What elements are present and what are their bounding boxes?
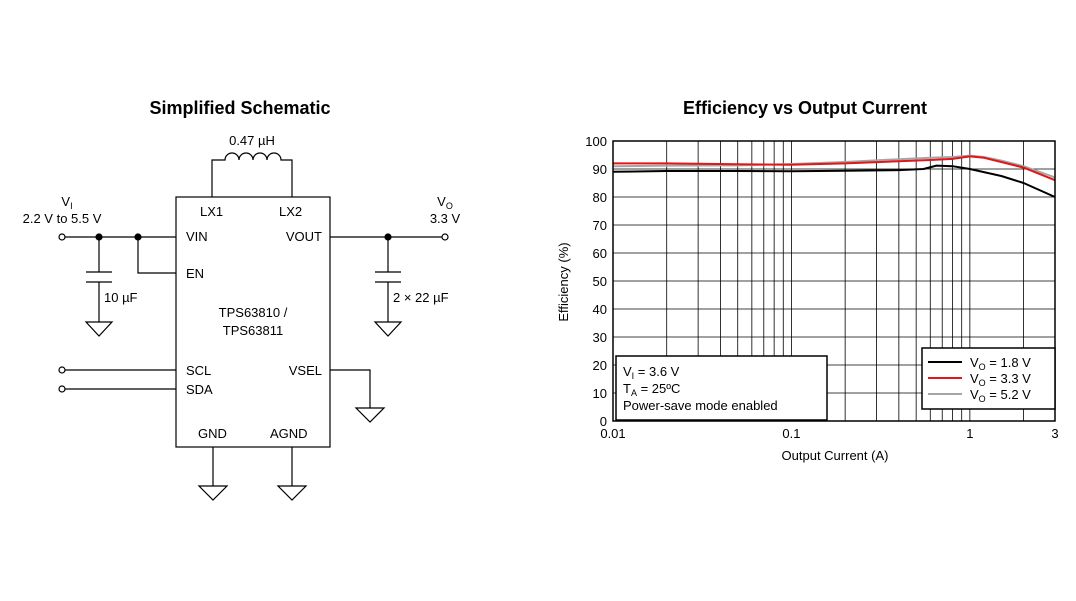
y-tick-label: 80 [593,190,607,205]
y-axis-label: Efficiency (%) [556,242,571,321]
x-tick-label: 0.01 [600,426,625,441]
pin-vout: VOUT [286,229,322,244]
input-capacitor [86,271,112,322]
y-tick-label: 100 [585,134,607,149]
series-line [612,164,1056,198]
vin-label: VI [61,194,72,211]
scl-terminal [58,366,66,374]
cin-label: 10 µF [104,290,138,305]
x-axis-label: Output Current (A) [782,448,889,463]
plot-frame [612,140,1056,422]
conditions-box: VI = 3.6 V TA = 25ºC Power-save mode ena… [615,355,828,421]
y-tick-label: 20 [593,358,607,373]
chart-legend: VO = 1.8 VVO = 3.3 VVO = 5.2 V [921,347,1056,410]
vin-node-dot [95,233,103,241]
y-tick-label: 10 [593,386,607,401]
inductor [211,152,293,197]
ic-name-line1: TPS63810 / [219,305,288,320]
ic-name-line2: TPS63811 [223,323,283,338]
schematic: Simplified Schematic 0.47 µH LX1 LX2 VIN… [23,98,461,501]
y-tick-label: 0 [600,414,607,429]
y-tick-label: 50 [593,274,607,289]
y-tick-label: 70 [593,218,607,233]
inductor-label: 0.47 µH [229,133,275,148]
pin-lx2: LX2 [279,204,302,219]
condition-mode: Power-save mode enabled [623,398,778,413]
output-ground [373,321,403,337]
pin-vsel: VSEL [289,363,322,378]
vin-terminal [58,233,66,241]
vsel-wire [330,369,371,408]
schematic-title: Simplified Schematic [149,98,330,118]
efficiency-chart: Efficiency vs Output Current 0 10 20 30 40 50… [556,98,1059,463]
x-tick-labels: 0.01 0.1 1 3 [600,426,1058,441]
chart-title: Efficiency vs Output Current [683,98,927,118]
y-tick-label: 30 [593,330,607,345]
vin-wire [65,236,176,274]
legend-label: VO = 3.3 V [970,371,1031,388]
output-capacitor [375,271,401,322]
sda-terminal [58,385,66,393]
series-line [612,154,1056,179]
pin-lx1: LX1 [200,204,223,219]
en-node-dot [134,233,142,241]
ic-body [175,196,331,448]
agnd-ground [276,485,308,501]
pin-en: EN [186,266,204,281]
series-line [613,155,1056,182]
y-tick-labels: 0 10 20 30 40 50 60 70 80 90 100 [585,134,607,429]
vout-terminal [441,233,449,241]
pin-scl: SCL [186,363,211,378]
vout-wire [330,236,442,272]
x-tick-label: 3 [1051,426,1058,441]
y-tick-label: 60 [593,246,607,261]
vout-value: 3.3 V [430,211,461,226]
vout-node-dot [384,233,392,241]
pin-sda: SDA [186,382,213,397]
pin-gnd: GND [198,426,227,441]
vin-range: 2.2 V to 5.5 V [23,211,102,226]
x-tick-label: 1 [966,426,973,441]
i2c-wires [65,369,176,390]
pin-vin: VIN [186,229,208,244]
x-tick-label: 0.1 [782,426,800,441]
input-ground [84,321,114,337]
cout-label: 2 × 22 µF [393,290,449,305]
condition-ta: TA = 25ºC [623,381,680,398]
legend-label: VO = 1.8 V [970,355,1031,372]
series-lines [612,154,1056,198]
condition-vi: VI = 3.6 V [623,364,680,381]
y-tick-label: 40 [593,302,607,317]
gnd-ground [197,485,229,501]
pin-agnd: AGND [270,426,308,441]
legend-label: VO = 5.2 V [970,387,1031,404]
vsel-ground [354,407,386,423]
vout-label: VO [437,194,453,211]
y-tick-label: 90 [593,162,607,177]
